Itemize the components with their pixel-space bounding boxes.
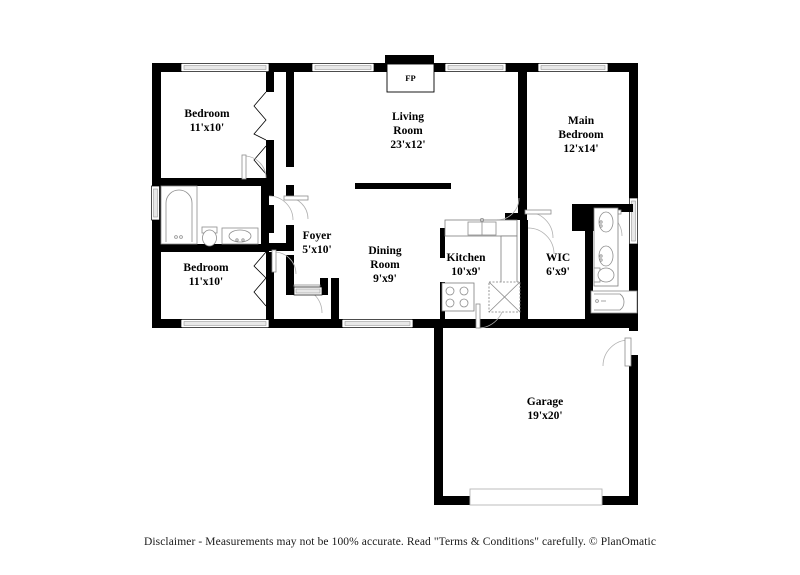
room-label-dining-room-line2: Room <box>370 259 400 271</box>
room-label-dining-room-line1: Dining <box>368 245 401 257</box>
room-label-main-bedroom-line1: Main <box>568 115 595 127</box>
room-dimension-foyer: 5'x10' <box>302 244 331 256</box>
room-labels: Bedroom 11'x10' Bedroom 11'x10' Living R… <box>183 108 604 422</box>
room-dimension-main-bedroom: 12'x14' <box>563 143 598 155</box>
room-label-kitchen: Kitchen <box>447 252 487 264</box>
disclaimer-text: Disclaimer - Measurements may not be 100… <box>143 536 657 548</box>
room-label-wic: WIC <box>546 252 570 264</box>
fireplace: FP <box>386 63 435 93</box>
garage-door <box>469 488 603 506</box>
windows <box>151 63 638 328</box>
fireplace-label: FP <box>405 73 415 83</box>
angled-wall-wic <box>559 205 599 231</box>
room-dimension-wic: 6'x9' <box>546 266 570 278</box>
room-label-bedroom-top-left: Bedroom <box>184 108 230 120</box>
room-label-living-room-line2: Room <box>393 125 423 137</box>
hall-bathroom-fixtures <box>160 185 259 247</box>
room-label-bedroom-bottom-left: Bedroom <box>183 262 229 274</box>
room-label-foyer: Foyer <box>303 230 332 242</box>
room-dimension-garage: 19'x20' <box>527 410 562 422</box>
room-dimension-kitchen: 10'x9' <box>451 266 480 278</box>
room-dimension-dining-room: 9'x9' <box>373 273 397 285</box>
room-label-garage: Garage <box>527 396 563 408</box>
room-dimension-bedroom-top-left: 11'x10' <box>190 122 225 134</box>
master-bath-fixtures <box>590 207 638 314</box>
room-dimension-bedroom-bottom-left: 11'x10' <box>189 276 224 288</box>
room-label-living-room-line1: Living <box>392 111 424 123</box>
interior-walls <box>157 72 638 323</box>
room-label-main-bedroom-line2: Bedroom <box>558 129 604 141</box>
kitchen-fixtures <box>441 217 521 313</box>
room-dimension-living-room: 23'x12' <box>390 139 425 151</box>
